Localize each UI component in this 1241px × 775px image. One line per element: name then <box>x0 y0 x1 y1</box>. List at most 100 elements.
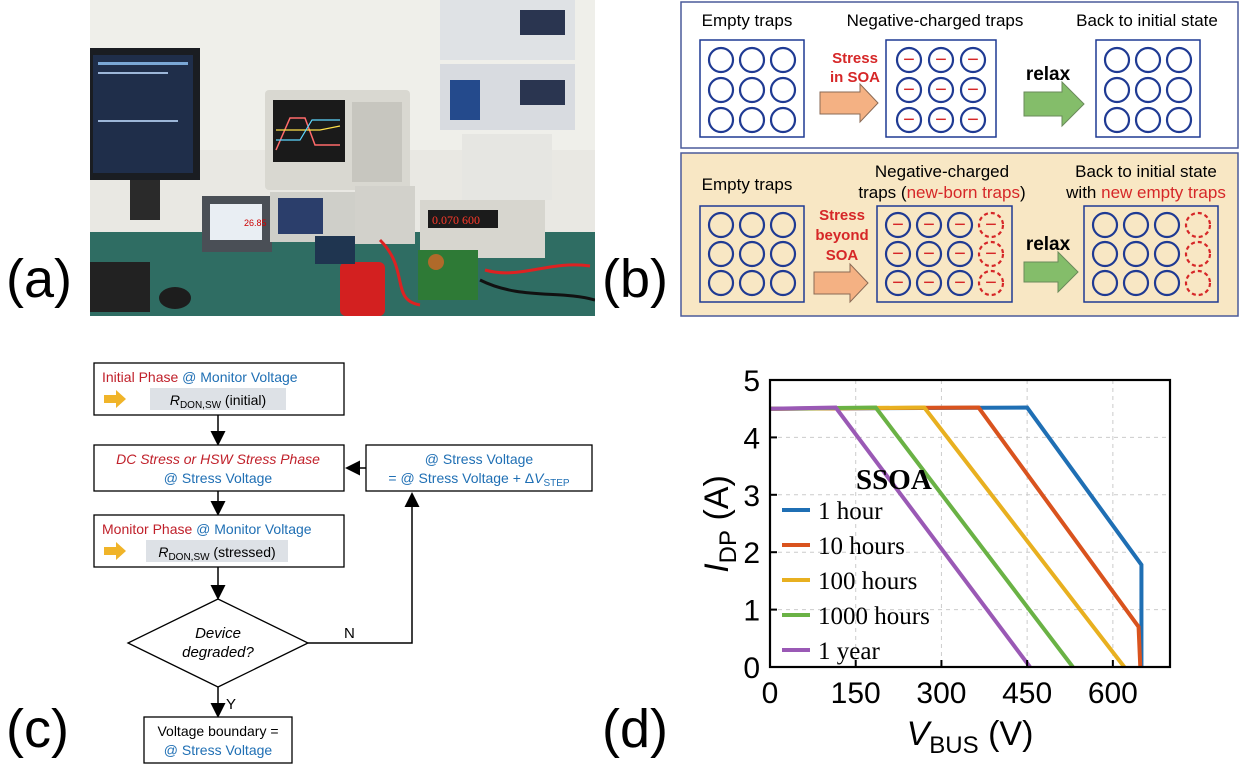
trap-grid-relaxed-2 <box>1083 205 1219 303</box>
legend-entry: 1 hour <box>818 498 883 525</box>
new-trap-icon <box>1184 240 1212 268</box>
loop-stress-voltage-label: @ Stress Voltage <box>425 451 534 467</box>
y-tick-label: 5 <box>743 365 760 398</box>
empty-traps-label-2: Empty traps <box>702 175 793 194</box>
trap-icon <box>1091 269 1119 297</box>
negative-charge-icon: − <box>954 272 966 294</box>
empty-traps-label: Empty traps <box>702 11 793 30</box>
negative-charge-icon: − <box>935 79 947 101</box>
lab-setup-photo: 26.85 0.070 600 <box>90 0 595 316</box>
negative-charge-icon: − <box>892 214 904 236</box>
trap-icon <box>769 46 797 74</box>
trap-icon <box>1103 106 1131 134</box>
degradation-decision <box>126 598 310 688</box>
trap-grid-charged-2 <box>876 205 1013 303</box>
measure-arrow-icon <box>104 390 126 408</box>
trap-icon <box>1122 269 1150 297</box>
legend-entry: 10 hours <box>818 533 905 560</box>
panel-label-c: (c) <box>6 699 69 759</box>
stress-phase-box <box>93 444 345 492</box>
voltage-step-box <box>365 444 593 492</box>
initial-state-label-2: Back to initial state <box>1075 162 1217 181</box>
stress-voltage-label: @ Stress Voltage <box>164 470 273 486</box>
negative-charge-icon: − <box>985 272 997 294</box>
initial-state-label: Back to initial state <box>1076 11 1218 30</box>
stress-arrow-icon-2 <box>813 262 869 304</box>
trap-icon <box>946 269 974 297</box>
y-axis-label: IDP (A) <box>698 475 742 573</box>
new-trap-icon <box>977 240 1005 268</box>
negative-charge-icon: − <box>967 79 979 101</box>
trap-icon <box>884 211 912 239</box>
legend-entry: 1000 hours <box>818 603 930 630</box>
series-line-5 <box>769 405 1032 669</box>
trap-icon <box>707 76 735 104</box>
x-tick-label: 0 <box>762 677 779 710</box>
stress-in-soa-label-2: in SOA <box>830 69 880 86</box>
trap-icon <box>927 76 955 104</box>
negative-charge-icon: − <box>967 49 979 71</box>
keyboard <box>90 262 150 312</box>
negative-charge-icon: − <box>923 214 935 236</box>
negative-charge-icon: − <box>903 79 915 101</box>
final-stress-voltage-label: @ Stress Voltage <box>164 742 273 758</box>
stress-in-soa-label: Stress <box>832 50 878 67</box>
trap-icon <box>1153 211 1181 239</box>
trap-icon <box>1134 106 1162 134</box>
trap-icon <box>707 269 735 297</box>
power-meter-readout: 26.85 <box>244 218 267 228</box>
trap-icon <box>707 106 735 134</box>
negative-charge-icon: − <box>967 109 979 131</box>
plot-frame <box>768 378 1172 669</box>
soa-stress-panel <box>680 1 1239 149</box>
rdon-stressed-label: RDON,SW (stressed) <box>158 544 275 563</box>
trap-icon <box>1122 240 1150 268</box>
capacitor <box>340 262 385 316</box>
trap-grid-relaxed <box>1095 39 1201 138</box>
negative-charge-icon: − <box>923 243 935 265</box>
trap-icon <box>707 240 735 268</box>
trap-icon <box>895 46 923 74</box>
trap-icon <box>1165 76 1193 104</box>
stress-phase-label: DC Stress or HSW Stress Phase <box>116 451 320 467</box>
voltage-step-label: = @ Stress Voltage + ΔVSTEP <box>388 470 570 489</box>
trap-icon <box>738 106 766 134</box>
initial-phase-label: Initial Phase @ Monitor Voltage <box>102 369 298 385</box>
trap-icon <box>738 211 766 239</box>
trap-grid-charged <box>885 39 997 138</box>
y-tick-label: 0 <box>743 652 760 685</box>
trap-icon <box>959 76 987 104</box>
negative-charge-icon: − <box>985 214 997 236</box>
trap-icon <box>1165 106 1193 134</box>
trap-icon <box>707 211 735 239</box>
trap-mechanism-diagram: Empty traps Negative-charged traps Back … <box>680 1 1239 317</box>
x-axis-label: VBUS (V) <box>907 715 1034 759</box>
yes-branch-label: Y <box>226 696 236 713</box>
trap-icon <box>738 269 766 297</box>
trap-grid-empty-2 <box>699 205 805 303</box>
new-born-traps-label: traps (new-born traps) <box>858 183 1025 202</box>
trap-icon <box>1134 76 1162 104</box>
relax-label: relax <box>1026 64 1071 85</box>
y-tick-label: 1 <box>743 595 760 628</box>
trap-icon <box>927 106 955 134</box>
power-supply-3 <box>462 134 552 200</box>
negative-charge-icon: − <box>935 49 947 71</box>
negative-charge-icon: − <box>892 272 904 294</box>
rdon-initial-label: RDON,SW (initial) <box>170 392 266 411</box>
trap-icon <box>769 269 797 297</box>
trap-icon <box>895 76 923 104</box>
monitor-phase-label: Monitor Phase @ Monitor Voltage <box>102 521 312 537</box>
trap-grid-empty <box>699 39 805 138</box>
trap-icon <box>1153 240 1181 268</box>
trap-icon <box>769 106 797 134</box>
new-trap-icon <box>1184 211 1212 239</box>
new-empty-traps-label: with new empty traps <box>1065 183 1226 202</box>
trap-icon <box>946 240 974 268</box>
trap-icon <box>1091 240 1119 268</box>
x-tick-label: 450 <box>1002 677 1052 710</box>
relax-label-2: relax <box>1026 234 1071 255</box>
trap-icon <box>884 240 912 268</box>
y-tick-label: 4 <box>743 422 760 455</box>
